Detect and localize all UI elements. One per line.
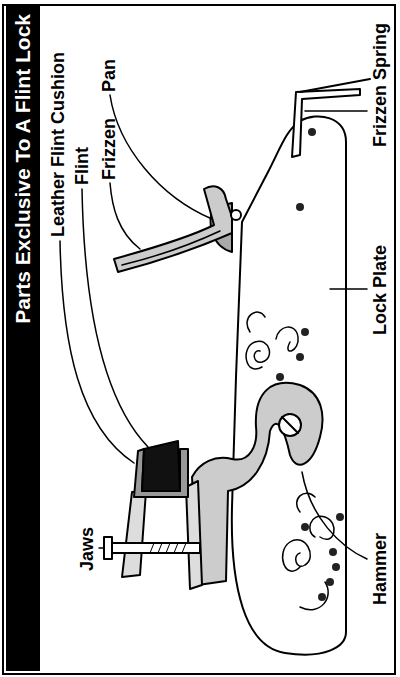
leader-frizzen-spring <box>305 110 367 112</box>
part-label: Jaws <box>77 527 97 571</box>
tumbler-screw <box>279 414 301 436</box>
part-label: Frizzen <box>99 118 119 180</box>
leader-pan <box>110 95 212 219</box>
leader-flint <box>82 189 148 447</box>
title-text: Parts Exclusive To A Flint Lock <box>6 14 40 324</box>
part-label: Lock Plate <box>370 245 390 335</box>
jaw-screw-threads <box>150 543 186 553</box>
leader-frizzen <box>110 183 140 249</box>
leader-lock-plate <box>330 288 367 290</box>
engraving-dots <box>276 128 344 601</box>
leader-leather <box>60 241 134 463</box>
hammer <box>192 383 323 585</box>
jaw-screw <box>110 543 200 553</box>
tumbler-screw-slot <box>282 417 298 433</box>
upper-jaw <box>122 491 146 577</box>
jaw-screw-head <box>104 537 112 559</box>
part-label: Leather Flint Cushion <box>48 52 68 237</box>
leader-hammer <box>302 472 367 559</box>
frizzen-pivot <box>231 210 241 220</box>
frizzen <box>114 186 232 272</box>
part-label: Pan <box>99 59 119 92</box>
part-label: Hammer <box>370 533 390 605</box>
part-label: Flint <box>72 147 92 185</box>
leader-jaws <box>99 547 103 549</box>
frizzen-face <box>122 231 220 265</box>
frizzen-spring <box>292 89 360 157</box>
leader-lines <box>60 95 367 559</box>
frizzen-spring-arm <box>300 79 370 92</box>
part-label: Frizzen Spring <box>370 23 390 147</box>
flint <box>142 441 180 491</box>
